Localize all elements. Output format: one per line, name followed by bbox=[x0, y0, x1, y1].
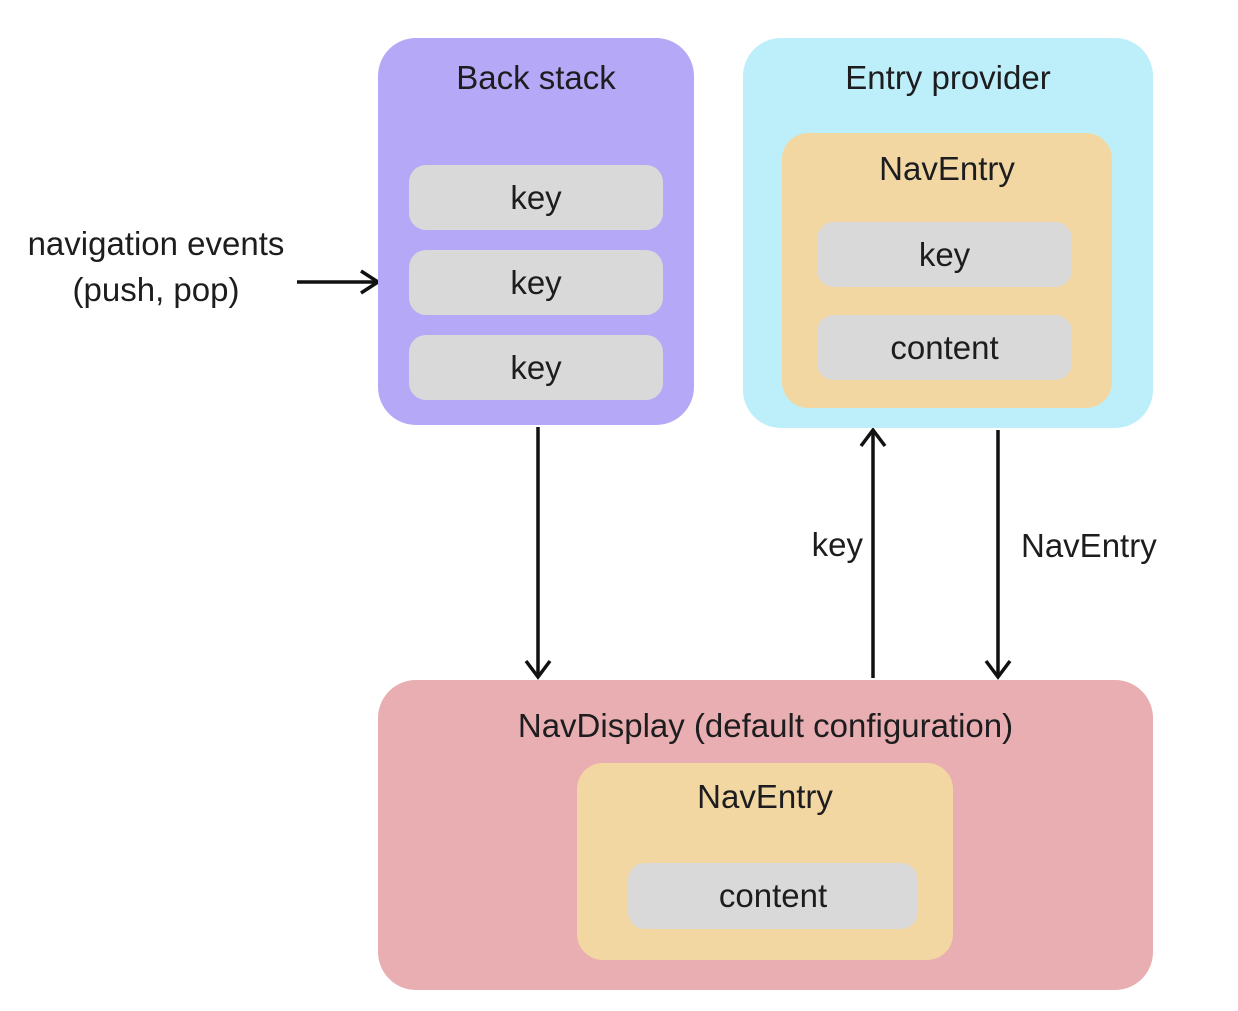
backstack-to-navdisplay-arrow bbox=[524, 427, 552, 680]
back-stack-key-pill: key bbox=[409, 250, 663, 315]
back-stack-title: Back stack bbox=[456, 59, 616, 96]
back-stack-key-pill: key bbox=[409, 165, 663, 230]
naventry-down-arrow bbox=[984, 430, 1012, 680]
entry-provider-box: Entry provider NavEntry key content bbox=[743, 38, 1153, 428]
nav-display-naventry-box: NavEntry content bbox=[577, 763, 953, 960]
naventry-edge-label: NavEntry bbox=[1021, 527, 1157, 564]
entry-provider-naventry-title: NavEntry bbox=[879, 150, 1015, 187]
naventry-content-pill: content bbox=[817, 315, 1072, 380]
back-stack-key-pill: key bbox=[409, 335, 663, 400]
naventry-key-pill: key bbox=[817, 222, 1072, 287]
key-edge-label: key bbox=[811, 526, 863, 563]
navigation-events-line2: (push, pop) bbox=[72, 271, 240, 308]
nav-display-box: NavDisplay (default configuration) NavEn… bbox=[378, 680, 1153, 990]
navigation-events-label: navigation events (push, pop) bbox=[8, 221, 304, 313]
naventry-content-pill: content bbox=[628, 863, 918, 929]
key-up-arrow bbox=[859, 427, 887, 678]
nav-display-naventry-title: NavEntry bbox=[697, 778, 833, 815]
entry-provider-title: Entry provider bbox=[845, 59, 1051, 96]
entry-provider-naventry-box: NavEntry key content bbox=[782, 133, 1112, 408]
back-stack-box: Back stack key key key bbox=[378, 38, 694, 425]
push-pop-arrow bbox=[297, 269, 382, 295]
nav-display-title: NavDisplay (default configuration) bbox=[517, 707, 1014, 744]
navigation-events-line1: navigation events bbox=[27, 225, 285, 262]
